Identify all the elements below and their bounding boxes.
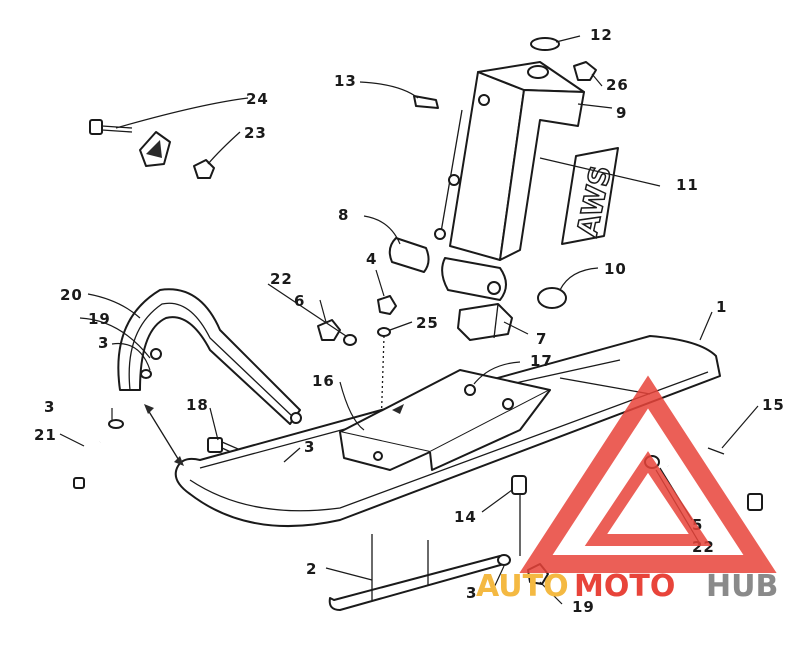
aws-decal: AWS	[561, 147, 619, 245]
stud-14	[511, 475, 527, 495]
callout-9: 9	[616, 104, 627, 122]
callout-2: 2	[306, 560, 317, 578]
callout-19a: 19	[88, 310, 111, 328]
callout-6: 6	[294, 292, 305, 310]
saddle	[339, 369, 551, 471]
nut-4	[377, 295, 397, 315]
spindle-housing	[434, 61, 585, 261]
callout-4: 4	[366, 250, 377, 268]
callout-21: 21	[34, 426, 57, 444]
callout-3c: 3	[304, 438, 315, 456]
cap	[530, 37, 560, 51]
leader-lines	[59, 35, 759, 605]
callout-24: 24	[246, 90, 269, 108]
callout-3a: 3	[98, 334, 109, 352]
watermark-logo	[519, 375, 777, 573]
watermark-word-hub: HUB	[706, 569, 778, 604]
grease-fitting	[413, 95, 439, 109]
watermark-text: AUTO MOTO HUB	[476, 569, 778, 604]
rubber-block	[457, 303, 513, 341]
nut-26	[573, 61, 597, 81]
callout-18: 18	[186, 396, 209, 414]
callouts: 1 2 3 3 3 3 4 5 6 7 8 9 10 11 12 13 14 1…	[34, 26, 785, 616]
callout-17: 17	[530, 352, 553, 370]
callout-1: 1	[716, 298, 727, 316]
washer-25	[377, 327, 391, 337]
bolt-21	[73, 441, 102, 489]
pivot-bushing	[441, 257, 507, 301]
assembly-arrow	[144, 404, 184, 466]
callout-23: 23	[244, 124, 267, 142]
watermark-word-auto: AUTO	[476, 569, 569, 604]
washer-3-handle	[140, 369, 152, 379]
callout-3d: 3	[466, 584, 477, 602]
bumper	[139, 131, 171, 167]
callout-11: 11	[676, 176, 699, 194]
callout-5: 5	[692, 516, 703, 534]
upper-nut	[527, 65, 549, 79]
callout-20: 20	[60, 286, 83, 304]
callout-25: 25	[416, 314, 439, 332]
callout-12: 12	[590, 26, 613, 44]
nut-23	[193, 159, 215, 179]
callout-3b: 3	[44, 398, 55, 416]
callout-13: 13	[334, 72, 357, 90]
bushing-10	[537, 287, 567, 309]
callout-8: 8	[338, 206, 349, 224]
callout-14: 14	[454, 508, 477, 526]
washer-22-top	[343, 334, 357, 346]
wear-bar	[328, 490, 521, 611]
callout-15: 15	[762, 396, 785, 414]
watermark-word-moto: MOTO	[574, 569, 675, 604]
bushing-8	[388, 237, 430, 273]
callout-19b: 19	[572, 598, 595, 616]
washer-3-bottom	[497, 554, 511, 566]
callout-10: 10	[604, 260, 627, 278]
watermark-triangle-icon	[519, 375, 777, 573]
callout-7: 7	[536, 330, 547, 348]
nut-6	[317, 319, 341, 341]
washer-3-left	[108, 419, 124, 429]
bolt-24	[89, 119, 133, 135]
callout-26: 26	[606, 76, 629, 94]
callout-16: 16	[312, 372, 335, 390]
ski-handle	[117, 288, 302, 425]
callout-22a: 22	[270, 270, 293, 288]
